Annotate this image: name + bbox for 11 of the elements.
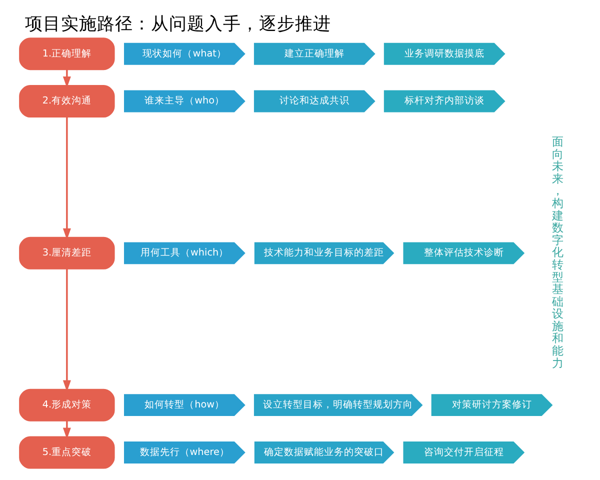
arrow — [62, 117, 70, 240]
label: 面向未来，构建数字化转型基础设施和能力 — [552, 134, 563, 370]
node-box: 2.有效沟通 — [18, 85, 114, 118]
node-box: 3.厘清差距 — [18, 236, 114, 270]
arrow — [62, 269, 70, 392]
arrow — [62, 420, 70, 440]
node-box: 1.正确理解 — [18, 38, 114, 70]
arrow — [62, 70, 70, 88]
diagram-title: 项目实施路径：从问题入手，逐步推进 — [24, 14, 331, 34]
node-box: 4.形成对策 — [18, 388, 114, 422]
node-box: 5.重点突破 — [18, 436, 114, 469]
